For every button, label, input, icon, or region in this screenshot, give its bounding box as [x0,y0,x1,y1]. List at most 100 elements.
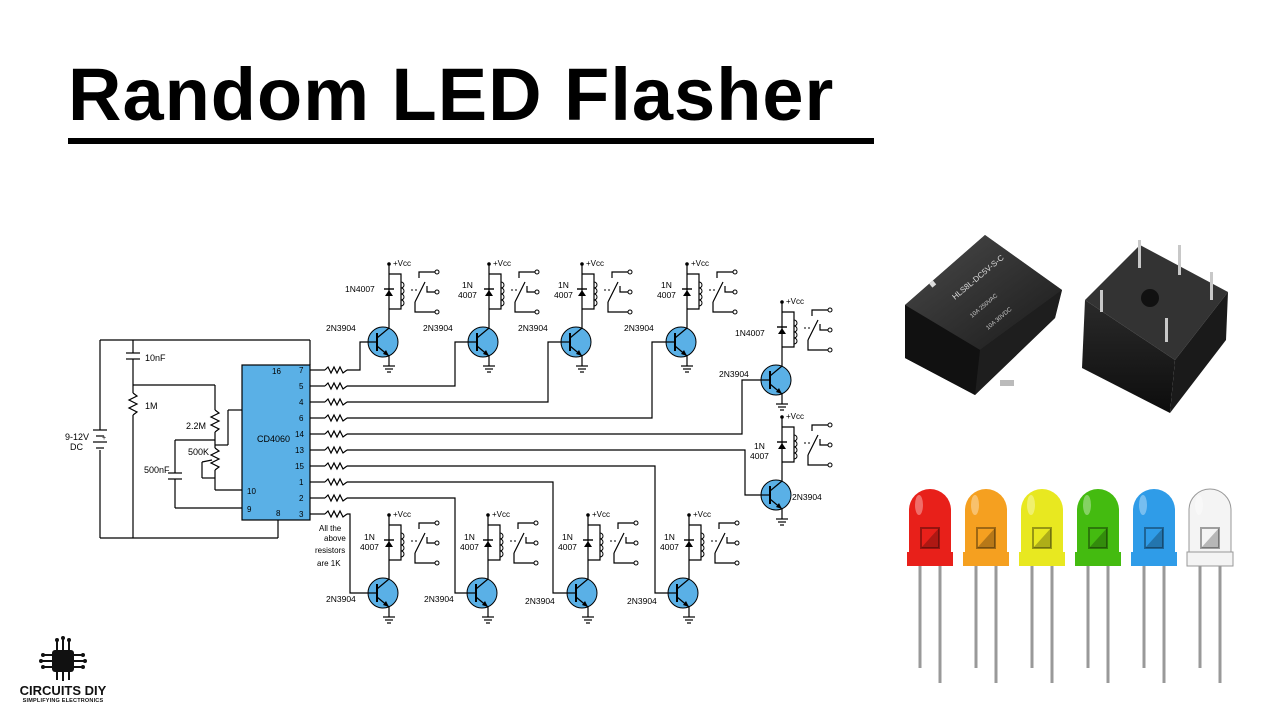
ic-pin-1: 1 [299,478,304,487]
logo-brand: CIRCUITS DIY [19,683,107,698]
relay-contact [513,532,525,554]
diode-label-line2: 4007 [750,451,769,461]
diode-label-line2: 4007 [558,542,577,552]
diode-label-line2: 4007 [458,290,477,300]
relay-coil [698,299,703,307]
resistor-note-2: above [324,534,346,543]
relay-contact [807,319,819,341]
vcc-label: +Vcc [493,259,511,268]
chip-icon [39,636,87,681]
diode [778,328,786,334]
relay-contact [607,281,619,303]
diode-label-line2: 4007 [460,542,479,552]
resistor-1k [324,413,348,423]
logo-tagline: SIMPLIFYING ELECTRONICS [22,698,104,704]
resistor-1k [324,493,348,503]
relay-contact [414,532,426,554]
transistor-label: 2N3904 [326,594,356,604]
vcc-label: +Vcc [492,510,510,519]
diode-label-line1: 1N [754,441,765,451]
diode-label: 1N4007 [735,328,765,338]
ic-pin-13: 13 [295,446,304,455]
transistor-label: 2N3904 [792,492,822,502]
diode [683,290,691,296]
res-22m-label: 2.2M [186,421,206,431]
cap-10nf-label: 10nF [145,353,166,363]
vcc-label: +Vcc [393,510,411,519]
relay-photo: HLS8L-DC5V-S-C 10A 250VAC 10A 30VDC [905,235,1228,413]
relay-coil [593,299,598,307]
resistor-1k [324,445,348,455]
circuit-schematic: +Vcc2N39041N4007+Vcc2N39041N4007+Vcc2N39… [65,259,833,624]
vcc-label: +Vcc [592,510,610,519]
ic-pin-4: 4 [299,398,304,407]
diode [578,290,586,296]
vcc-label: +Vcc [691,259,709,268]
relay-coil [793,452,798,460]
diode [778,443,786,449]
ic-pin-14: 14 [295,430,304,439]
led-3 [1019,489,1065,683]
relay-coil [400,299,405,307]
vcc-label: +Vcc [693,510,711,519]
vcc-label: +Vcc [586,259,604,268]
pot-500k-label: 500K [188,447,209,457]
diode-label-line1: 1N [661,280,672,290]
relay-contact [712,281,724,303]
ic-pin-8: 8 [276,509,281,518]
resistor-1k [324,381,348,391]
resistor-note-4: are 1K [317,559,341,568]
diode-label-line2: 4007 [360,542,379,552]
transistor-label: 2N3904 [326,323,356,333]
diode-label: 1N4007 [345,284,375,294]
ic-pin-5: 5 [299,382,304,391]
ic-pin-3: 3 [299,510,304,519]
relay-contact [807,434,819,456]
ic-name: CD4060 [257,434,290,444]
resistor-1k [324,509,348,519]
title-underline [68,138,874,144]
resistor-note-1: All the [319,524,342,533]
ic-pin-15: 15 [295,462,304,471]
ic-pin-10: 10 [247,487,256,496]
led-4 [1075,489,1121,683]
supply-dc: DC [70,442,83,452]
diode-label-line1: 1N [562,532,573,542]
supply-label: 9-12V [65,432,89,442]
diode [385,290,393,296]
resistor-1k [324,397,348,407]
diode [385,541,393,547]
diode-label-line2: 4007 [657,290,676,300]
led-6 [1186,488,1234,683]
led-1 [907,489,953,683]
supply-plus: + [102,435,106,442]
transistor-label: 2N3904 [719,369,749,379]
relay-driver-stage: +Vcc 2N3904 1N4007 [750,412,833,526]
resistor-1k [324,461,348,471]
relay-coil [400,550,405,558]
transistor-label: 2N3904 [518,323,548,333]
vcc-label: +Vcc [393,259,411,268]
diode [685,541,693,547]
relay-coil [499,550,504,558]
diode-label-line1: 1N [462,280,473,290]
relay-coil [599,550,604,558]
ic-pin-6: 6 [299,414,304,423]
diode [584,541,592,547]
diode [485,290,493,296]
relay-contact [714,532,726,554]
transistor-label: 2N3904 [627,596,657,606]
ic-pin-9: 9 [247,505,252,514]
vcc-label: +Vcc [786,412,804,421]
relay-contact [514,281,526,303]
relay-contact [414,281,426,303]
relay-driver-stage: +Vcc 2N3904 1N4007 [326,510,440,624]
diode-label-line2: 4007 [554,290,573,300]
diode-label-line1: 1N [364,532,375,542]
ic-pin-7: 7 [299,366,304,375]
